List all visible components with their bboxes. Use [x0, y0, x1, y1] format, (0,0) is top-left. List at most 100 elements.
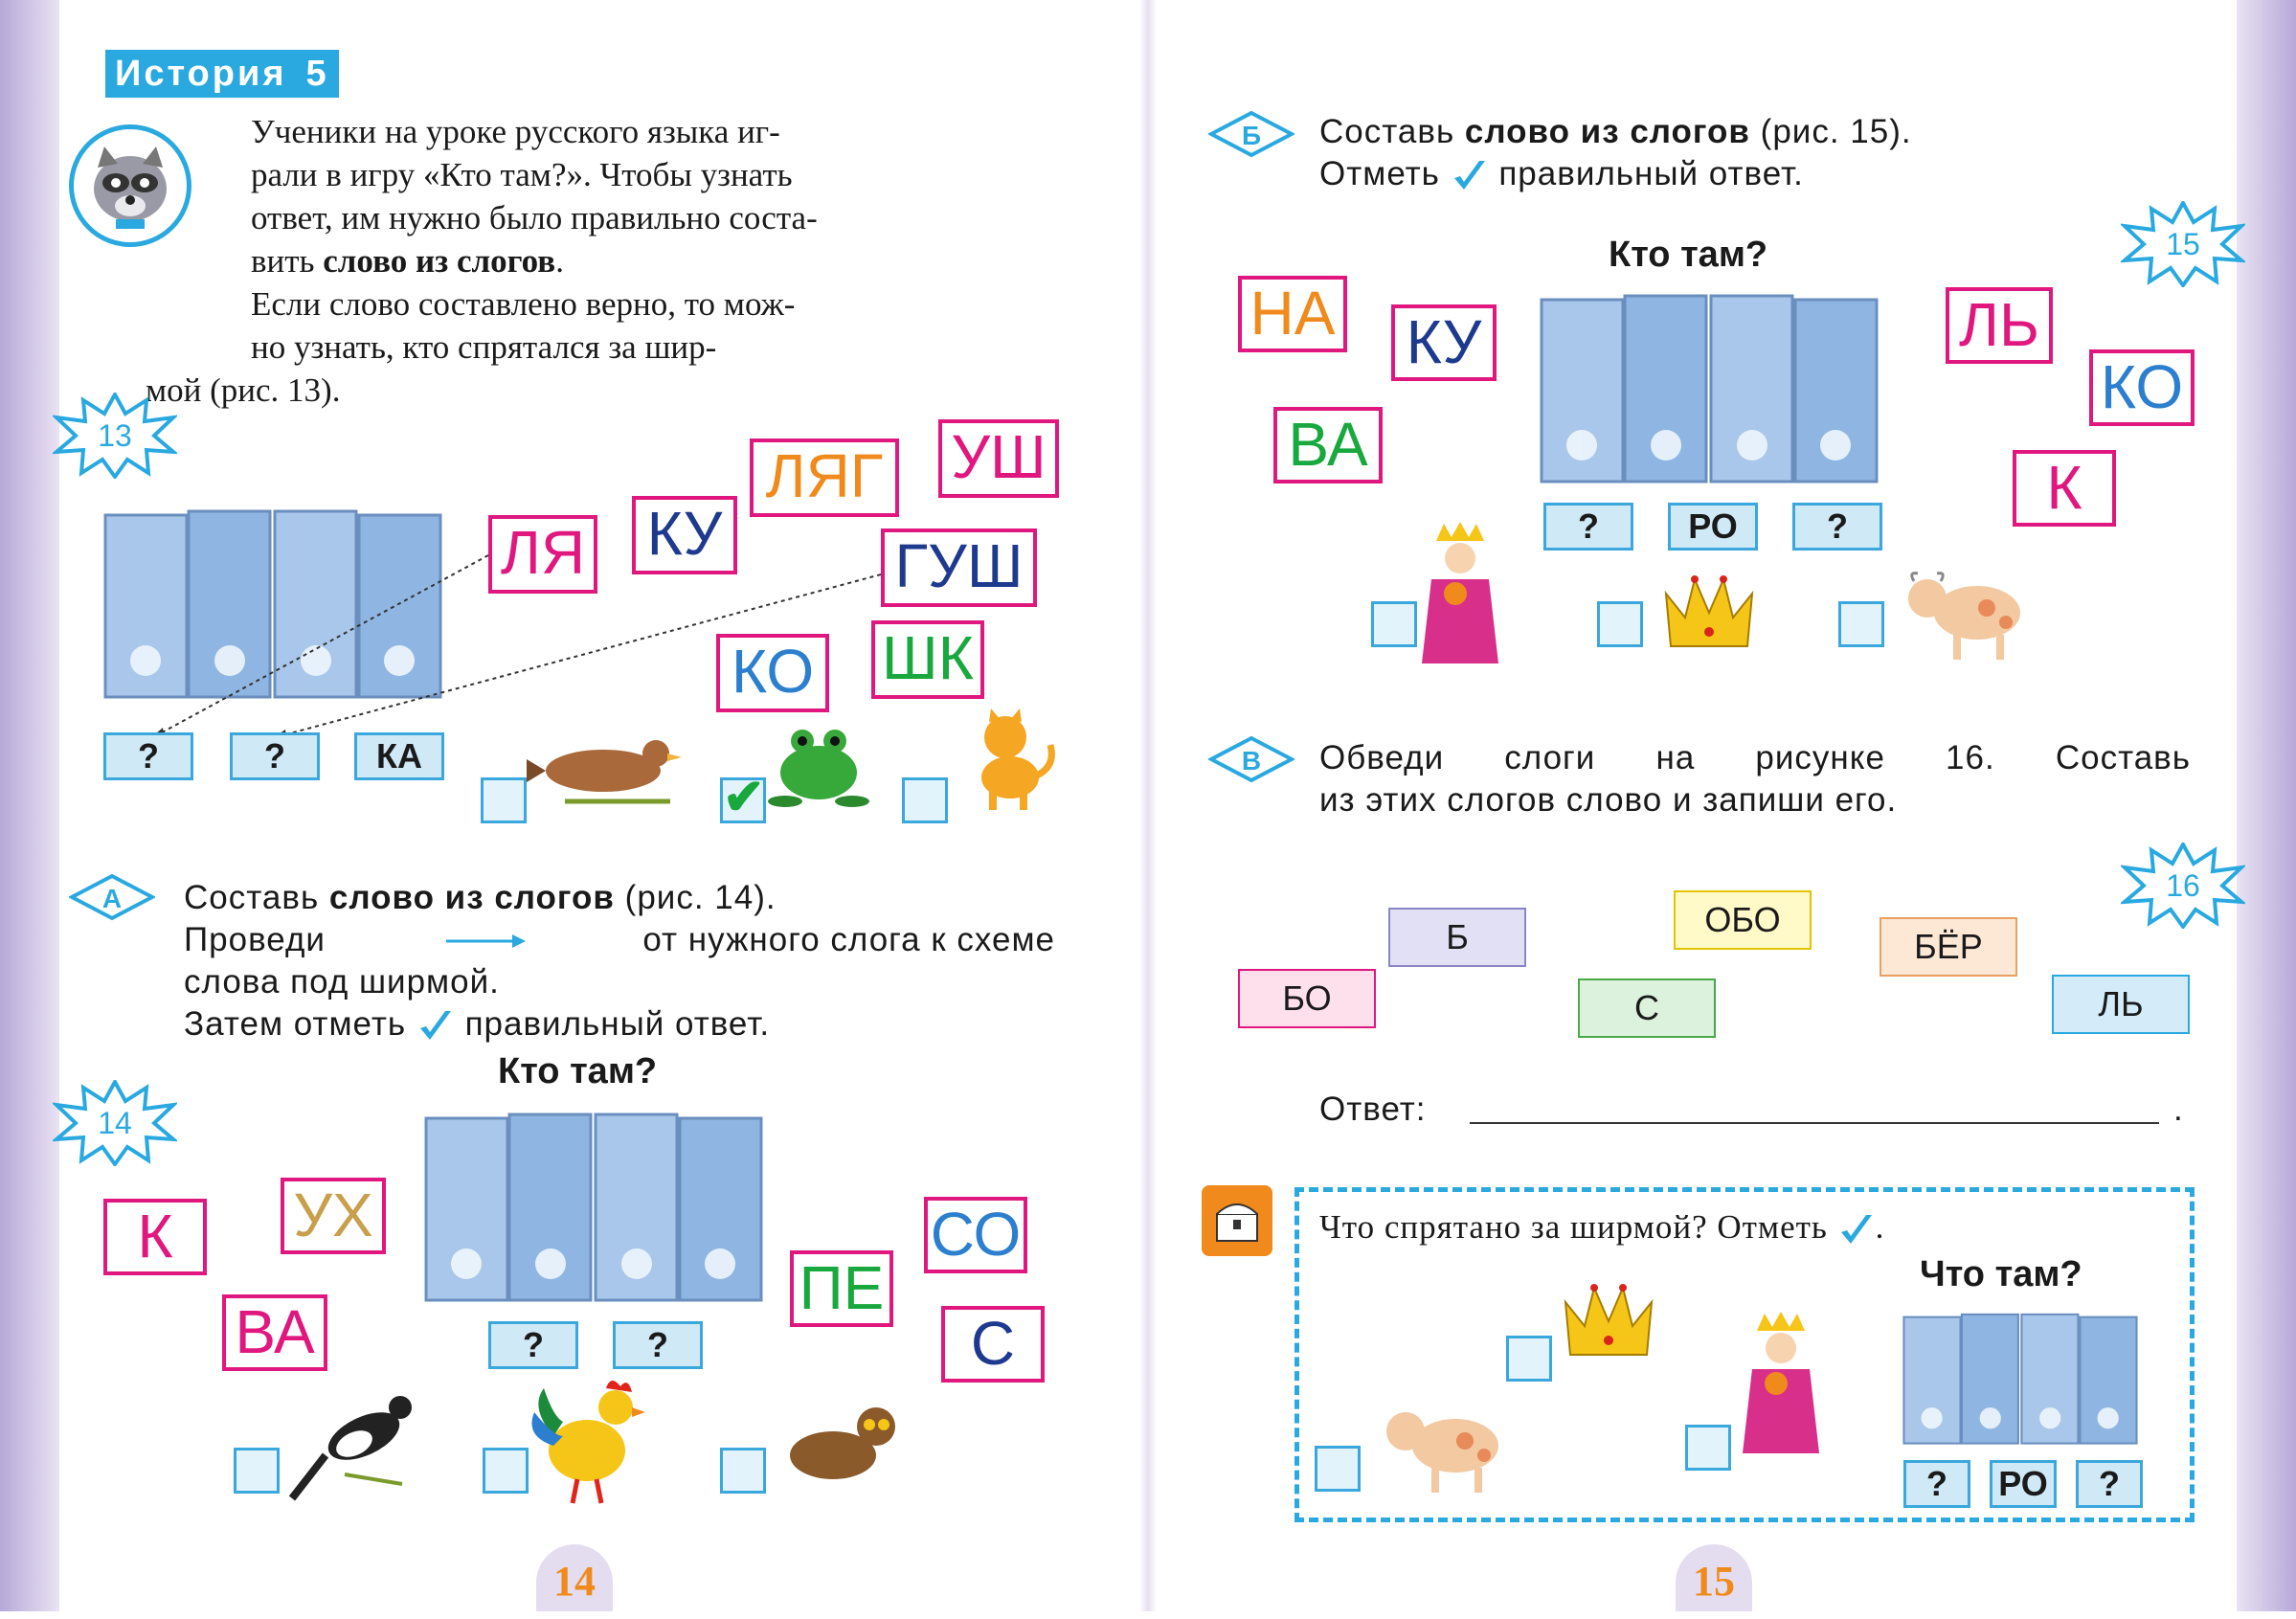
text: Отметь: [1319, 155, 1440, 192]
syllable-card[interactable]: КУ: [632, 496, 737, 574]
marker-letter: А: [102, 884, 122, 913]
text: правильный ответ.: [464, 1005, 771, 1043]
intro-paragraph-2: Если слово составлено верно, то мож- но …: [146, 282, 1053, 412]
task-b-marker-icon: Б: [1208, 110, 1294, 158]
syllable-card[interactable]: КО: [716, 634, 829, 712]
answer-slot[interactable]: ?: [1543, 503, 1633, 551]
answer-slot[interactable]: ?: [2076, 1460, 2143, 1508]
syllable-card[interactable]: ГУШ: [881, 528, 1037, 607]
task-line: Проведи от нужного слога к схеме: [184, 919, 1055, 961]
text: (рис. 15).: [1749, 113, 1912, 150]
syllable-tile[interactable]: БЁР: [1880, 917, 2017, 977]
answer-slot[interactable]: РО: [1990, 1460, 2057, 1508]
task-a-marker-icon: А: [69, 873, 155, 921]
check-icon: [1837, 1211, 1876, 1249]
figure-15-title: Кто там?: [1609, 235, 1768, 275]
bonus-task-box: [1294, 1187, 2195, 1522]
task-line: из этих слогов слово и запиши его.: [1319, 781, 1898, 819]
checkbox-bird[interactable]: [481, 777, 527, 823]
answer-slot[interactable]: ?: [1903, 1460, 1970, 1508]
checkbox-crown[interactable]: [1597, 601, 1643, 647]
checkbox-owl[interactable]: [720, 1448, 766, 1494]
crown-icon: [1564, 1284, 1654, 1356]
syllable-card[interactable]: УШ: [938, 419, 1059, 498]
queen-icon: [1743, 1312, 1819, 1453]
syllable-card[interactable]: ЛЯ: [488, 515, 597, 594]
syllable-card[interactable]: ШК: [871, 620, 984, 699]
checkbox-queen[interactable]: [1685, 1425, 1731, 1471]
task-v-text: Обведи слоги на рисунке 16. Составь из э…: [1319, 737, 2191, 821]
intro-line: но узнать, кто спрятался за шир-: [251, 328, 717, 366]
intro-paragraph-1: Ученики на уроке русского языка иг- рали…: [251, 110, 1053, 282]
text: от нужного слога к схеме: [642, 921, 1055, 958]
task-line: Отметь правильный ответ.: [1319, 153, 2085, 195]
answer-input-line[interactable]: [1470, 1120, 2159, 1124]
bold-term: слово из слогов: [328, 879, 615, 916]
page-edge-left: [0, 0, 59, 1611]
figure-label: 14: [98, 1106, 132, 1140]
text: (рис. 14).: [614, 879, 777, 916]
figure-label: 13: [98, 418, 132, 453]
checkbox-queen[interactable]: [1371, 601, 1417, 647]
checkbox-magpie[interactable]: [234, 1448, 280, 1494]
syllable-tile[interactable]: БО: [1238, 969, 1376, 1028]
syllable-card[interactable]: С: [941, 1306, 1045, 1383]
text: .: [1875, 1208, 1885, 1246]
figure-13-burst-icon: 13: [53, 393, 177, 479]
answer-slot[interactable]: ?: [488, 1321, 578, 1369]
syllable-card[interactable]: НА: [1238, 276, 1347, 352]
checkbox-cow[interactable]: [1315, 1446, 1361, 1492]
syllable-card[interactable]: СО: [924, 1197, 1027, 1273]
queen-icon: [1422, 522, 1498, 663]
arrow-icon: [445, 934, 526, 948]
story-title-text: История: [115, 54, 287, 94]
checkbox-frog[interactable]: ✔: [720, 770, 766, 825]
syllable-card[interactable]: УХ: [281, 1178, 386, 1254]
intro-line: рали в игру «Кто там?». Чтобы узнать: [251, 156, 793, 193]
task-v-marker-icon: В: [1208, 735, 1294, 783]
checkbox-cat[interactable]: [902, 777, 948, 823]
figure-15-burst-icon: 15: [2121, 201, 2245, 287]
syllable-tile[interactable]: ЛЬ: [2052, 975, 2190, 1034]
syllable-card[interactable]: ПЕ: [790, 1250, 893, 1327]
answer-slot[interactable]: ?: [613, 1321, 703, 1369]
figure-label: 15: [2166, 227, 2200, 261]
marker-letter: В: [1242, 746, 1261, 776]
answer-slot[interactable]: РО: [1668, 503, 1758, 551]
answer-end-dot: .: [2173, 1091, 2184, 1128]
intro-line: вить слово из слогов.: [251, 239, 1053, 282]
figure-label: 16: [2166, 868, 2200, 903]
syllable-card[interactable]: ВА: [222, 1294, 327, 1371]
bonus-title: Что там?: [1920, 1254, 2082, 1294]
syllable-card[interactable]: КУ: [1391, 304, 1497, 381]
syllable-card[interactable]: ЛЬ: [1946, 287, 2053, 364]
raccoon-avatar-icon: [69, 124, 191, 247]
text: Затем отметь: [184, 1005, 407, 1043]
treasure-chest-icon: [1202, 1185, 1272, 1256]
checkbox-cow[interactable]: [1838, 601, 1884, 647]
owl-icon: [790, 1407, 895, 1479]
answer-slot[interactable]: ?: [1792, 503, 1882, 551]
answer-slot[interactable]: КА: [354, 732, 444, 780]
answer-slot[interactable]: ?: [103, 732, 193, 780]
checkbox-crown[interactable]: [1506, 1336, 1552, 1382]
folding-screen: [421, 1111, 766, 1312]
syllable-tile[interactable]: Б: [1388, 908, 1526, 967]
syllable-card[interactable]: К: [2013, 450, 2116, 527]
text: Составь: [1319, 113, 1465, 150]
syllable-card[interactable]: КО: [2089, 349, 2195, 426]
book-spine: [1139, 0, 1157, 1611]
task-line: Затем отметь правильный ответ.: [184, 1003, 1055, 1046]
syllable-card[interactable]: ЛЯГ: [750, 438, 899, 517]
task-line: слова под ширмой.: [184, 963, 500, 1001]
syllable-tile[interactable]: С: [1578, 978, 1716, 1038]
page-number: 15: [1676, 1544, 1752, 1611]
task-a-text: Составь слово из слогов (рис. 14). Прове…: [184, 877, 1055, 1046]
checkbox-rooster[interactable]: [483, 1448, 529, 1494]
syllable-card[interactable]: К: [103, 1199, 207, 1275]
crown-icon: [1664, 575, 1754, 647]
syllable-tile[interactable]: ОБО: [1674, 890, 1812, 950]
syllable-card[interactable]: ВА: [1273, 407, 1383, 483]
answer-slot[interactable]: ?: [230, 732, 320, 780]
